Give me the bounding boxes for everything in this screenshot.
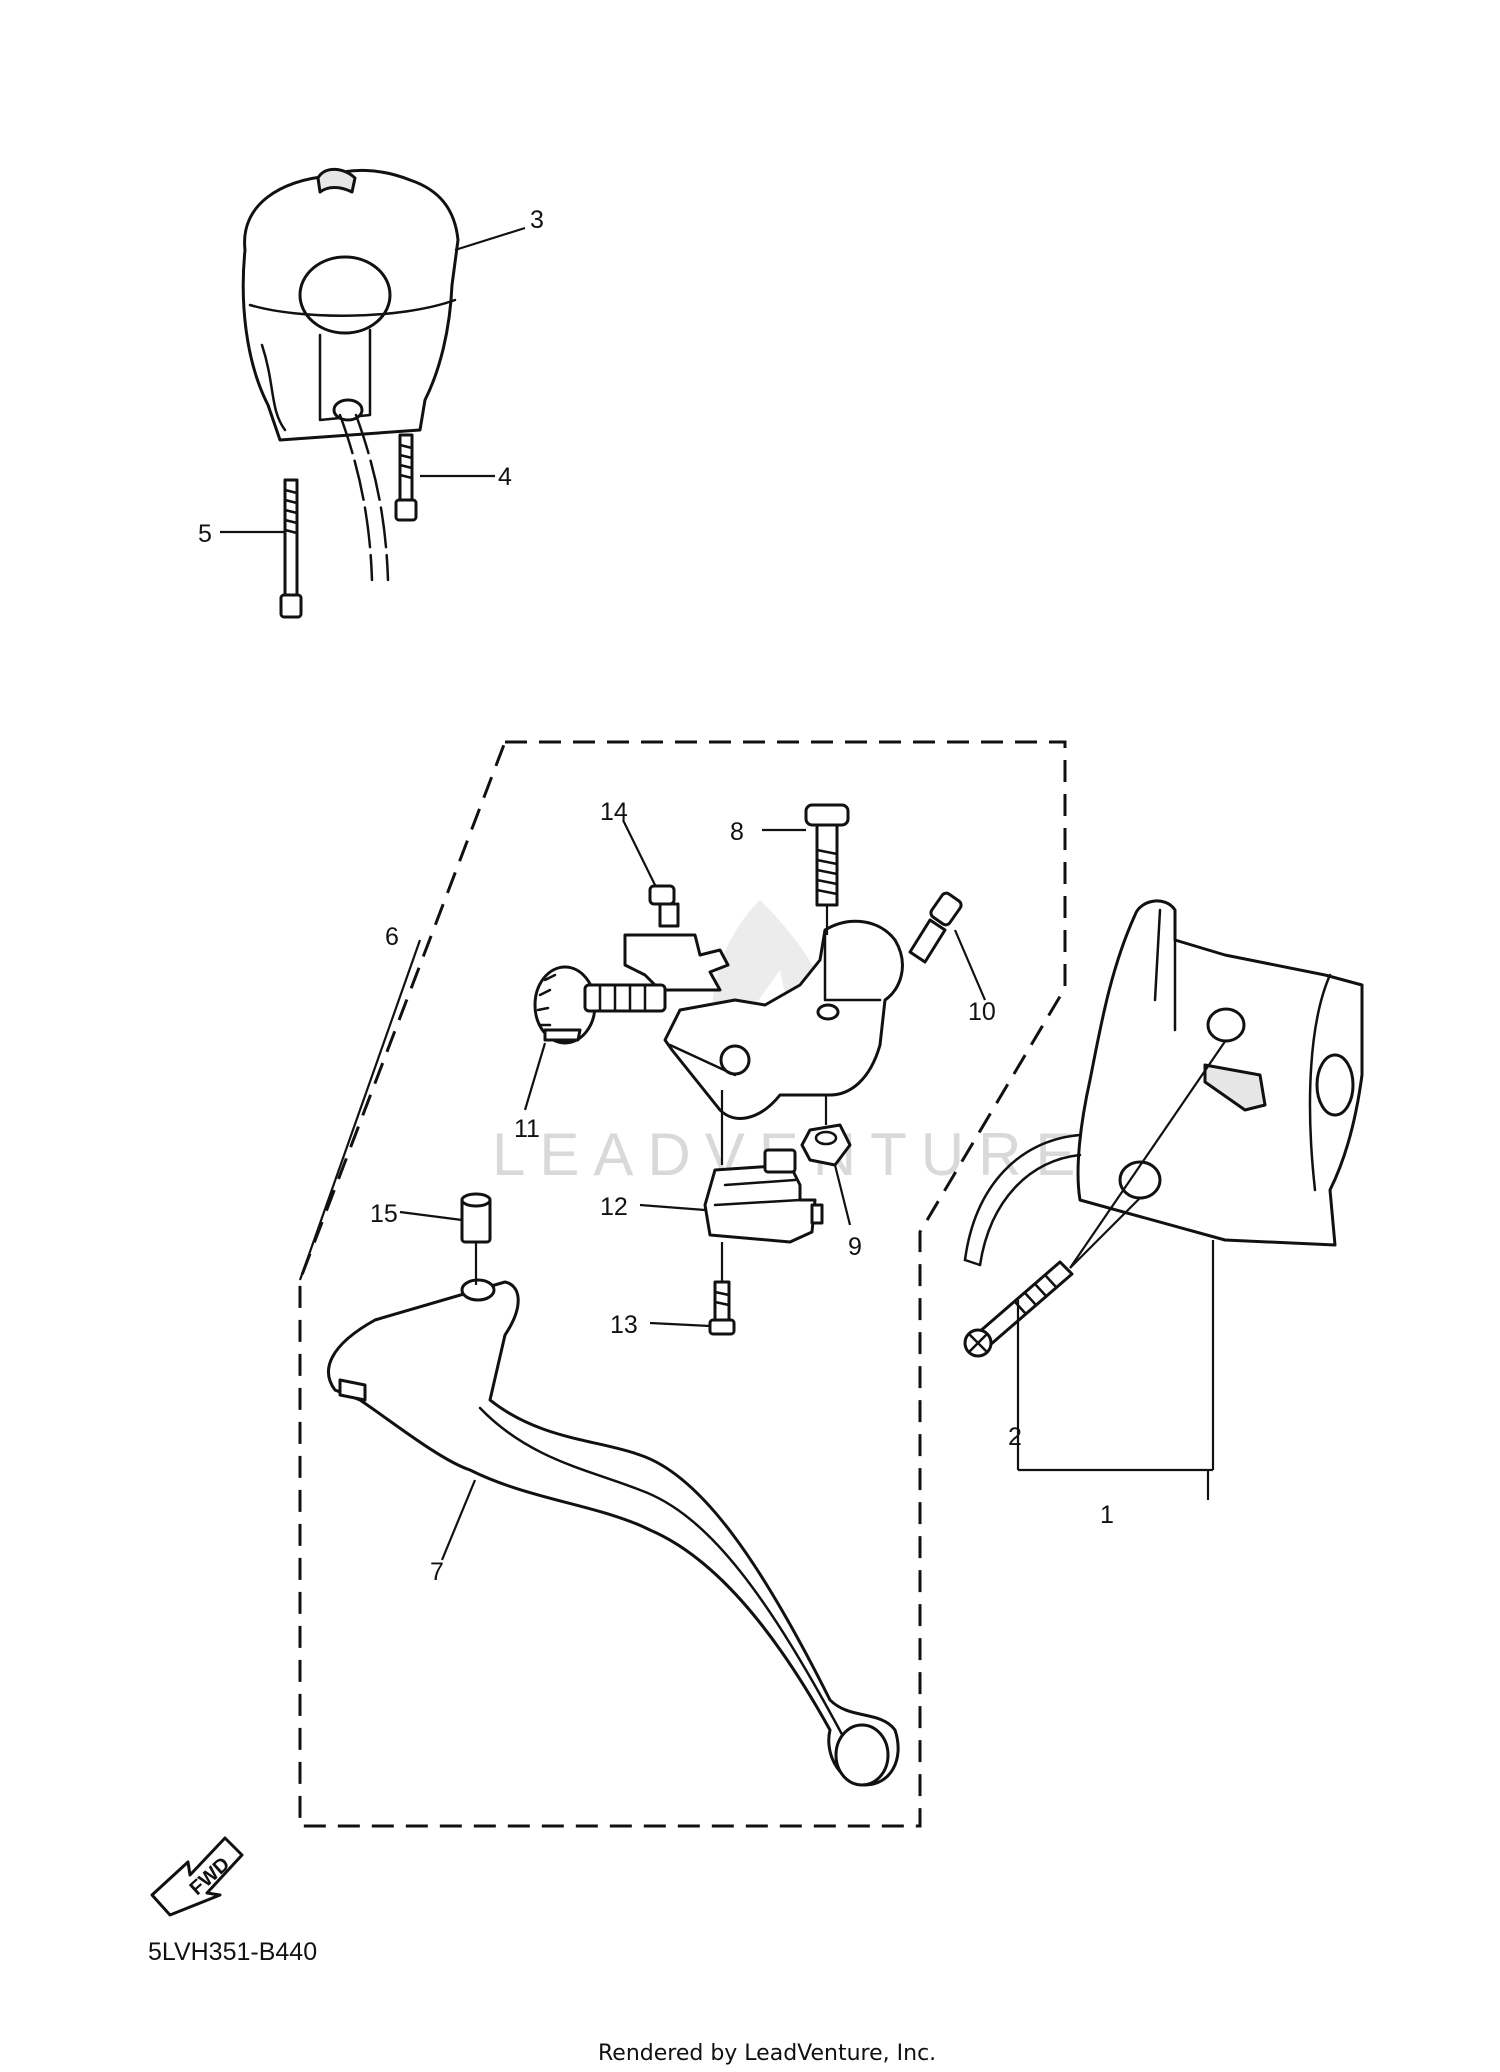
callout-3: 3 [530, 206, 544, 234]
callout-13: 13 [610, 1311, 638, 1339]
callout-10: 10 [968, 998, 996, 1026]
callout-labels: 3 4 5 6 7 8 9 10 11 12 13 14 15 2 1 [198, 206, 1114, 1586]
bracket-screw[interactable] [908, 891, 963, 964]
callout-5: 5 [198, 520, 212, 548]
footer-credit: Rendered by LeadVenture, Inc. [598, 2041, 936, 2066]
callout-11: 11 [514, 1115, 540, 1143]
pivot-bolt[interactable] [804, 803, 850, 907]
callout-2: 2 [1008, 1423, 1022, 1451]
callout-8: 8 [730, 818, 744, 846]
lever-assembly-outline [298, 740, 1067, 1828]
leader-lines [220, 226, 1227, 1561]
right-handlebar-switch[interactable] [241, 167, 460, 582]
callout-6: 6 [385, 923, 399, 951]
diagram-code: 5LVH351-B440 [148, 1938, 317, 1966]
callout-4: 4 [498, 463, 512, 491]
lever-collar[interactable] [460, 1192, 492, 1244]
left-handlebar-switch[interactable] [963, 899, 1364, 1267]
small-screw[interactable] [648, 884, 680, 928]
callout-12: 12 [600, 1193, 628, 1221]
callout-14: 14 [600, 798, 628, 826]
screw-long[interactable] [279, 478, 303, 619]
clutch-lever[interactable] [327, 1278, 900, 1787]
adjuster-knob[interactable] [533, 965, 667, 1045]
switch-housing-screw[interactable] [963, 1260, 1074, 1358]
screw-short[interactable] [394, 433, 418, 522]
lever-holder[interactable] [623, 919, 904, 1120]
clutch-switch[interactable] [703, 1148, 824, 1244]
switch-screw[interactable] [708, 1280, 736, 1336]
callout-15: 15 [370, 1200, 398, 1228]
callout-1: 1 [1100, 1501, 1114, 1529]
callout-9: 9 [848, 1233, 862, 1261]
callout-7: 7 [430, 1558, 444, 1586]
forward-direction-arrow: FWD [150, 1836, 244, 1917]
